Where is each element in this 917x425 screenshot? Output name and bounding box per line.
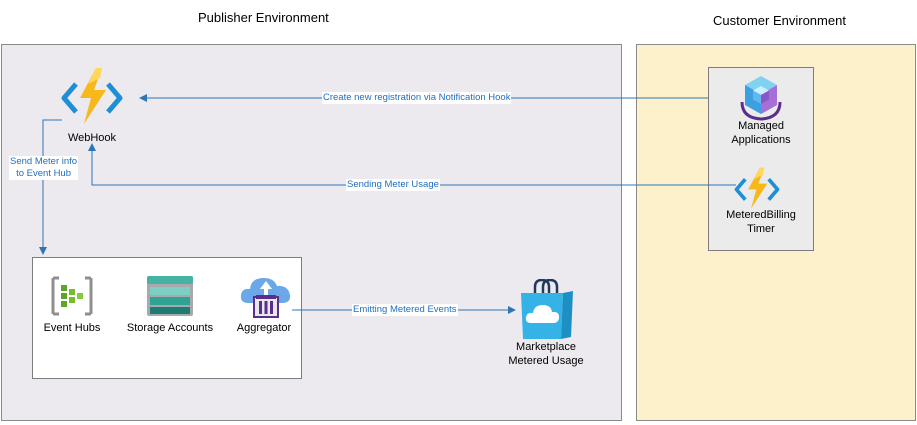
managed-applications-label-line2: Applications <box>731 134 791 146</box>
customer-environment-title: Customer Environment <box>713 13 846 28</box>
metered-billing-label-line2: Timer <box>747 223 775 235</box>
sending-meter-usage-label: Sending Meter Usage <box>346 179 440 191</box>
managed-applications-label-line1: Managed <box>738 120 784 132</box>
marketplace-label: Marketplace Metered Usage <box>500 340 592 368</box>
publisher-environment-title: Publisher Environment <box>198 10 329 25</box>
aggregator-label: Aggregator <box>236 322 292 334</box>
marketplace-label-line2: Metered Usage <box>508 355 584 367</box>
send-meter-info-arrow <box>39 119 62 255</box>
send-meter-info-label-line2: to Event Hub <box>16 168 71 179</box>
aggregator-icon <box>240 278 291 318</box>
event-hubs-label: Event Hubs <box>43 322 101 334</box>
webhook-function-icon <box>61 68 123 124</box>
storage-accounts-icon <box>147 276 193 316</box>
managed-applications-label: Managed Applications <box>715 119 807 147</box>
marketplace-label-line1: Marketplace <box>516 341 576 353</box>
marketplace-bag-icon <box>521 279 573 339</box>
storage-accounts-label: Storage Accounts <box>126 322 214 334</box>
send-meter-info-label: Send Meter info to Event Hub <box>9 156 79 180</box>
metered-billing-function-icon <box>734 167 780 209</box>
managed-applications-icon <box>740 76 782 121</box>
emitting-events-label: Emitting Metered Events <box>352 304 458 316</box>
send-meter-info-label-line1: Send Meter info <box>10 156 78 167</box>
metered-billing-label: MeteredBilling Timer <box>715 208 807 236</box>
sending-meter-usage-arrow <box>88 143 736 186</box>
metered-billing-label-line1: MeteredBilling <box>726 209 796 221</box>
create-registration-label: Create new registration via Notification… <box>322 92 512 104</box>
event-hubs-icon <box>51 276 93 316</box>
webhook-label: WebHook <box>67 132 117 144</box>
